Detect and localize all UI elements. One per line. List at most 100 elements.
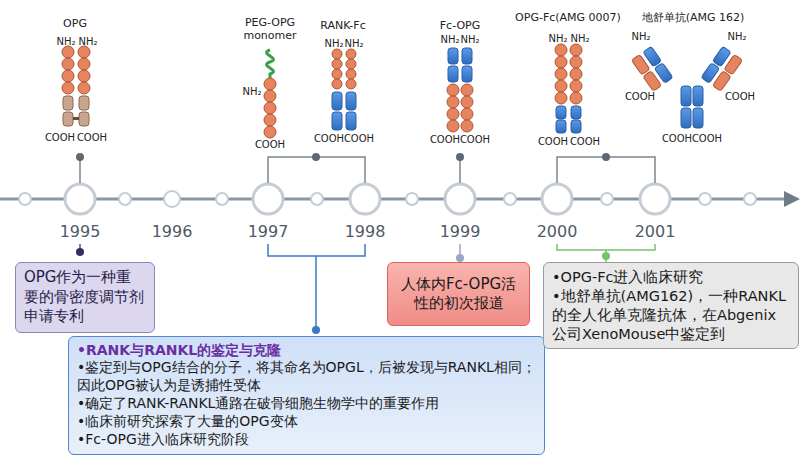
year-label: 1997 (248, 223, 289, 241)
opg-domains (63, 96, 89, 126)
domain-bead (78, 82, 90, 94)
domain-bead (264, 90, 276, 102)
box-text: 人体内Fc-OPG活性的初次报道 (396, 275, 521, 314)
molecule-label: COOH (570, 136, 600, 148)
year-label: 1996 (152, 223, 193, 241)
molecule-label: 地舒单抗(AMG 162) (642, 12, 745, 25)
year-label: 2001 (635, 223, 676, 241)
leader-dot (456, 254, 464, 262)
molecule-label: NH₂ (460, 34, 479, 46)
domain-bead (461, 108, 473, 120)
domain-bead (264, 114, 276, 126)
domain-bead (570, 92, 582, 104)
domain-bead (447, 84, 459, 96)
leader-dot (312, 326, 320, 334)
domain-bead (62, 46, 74, 58)
domain-bead (555, 56, 567, 68)
molecule-label: NH₂ (56, 36, 75, 48)
disulfide-bond (73, 117, 79, 120)
domain-bead (461, 96, 473, 108)
molecule-label: COOH (460, 134, 490, 146)
molecule-label: NH₂ (324, 38, 343, 50)
domain-bead (555, 92, 567, 104)
molecule-label: COOH (77, 132, 107, 144)
upper-leaders (80, 157, 655, 183)
domain-bead (447, 108, 459, 120)
year-label: 1998 (345, 223, 386, 241)
molecule-label: PEG-OPG monomer (235, 17, 305, 42)
box-text: •Fc-OPG进入临床研究阶段 (77, 431, 536, 449)
domain-bead (461, 84, 473, 96)
year-circles (65, 184, 670, 214)
box-text: •鉴定到与OPG结合的分子，将其命名为OPGL，后被发现与RANKL相同；因此O… (77, 359, 536, 395)
molecule-label: RANK-Fc (320, 20, 365, 33)
box-heading: •RANK与RANKL的鉴定与克隆 (77, 342, 536, 360)
molecule-label: OPG (63, 18, 87, 31)
domain-bead (570, 56, 582, 68)
milestone-box: OPG作为一种重要的骨密度调节剂申请专利 (15, 262, 155, 333)
box-text: OPG作为一种重要的骨密度调节剂申请专利 (24, 268, 146, 327)
domain-bead (555, 68, 567, 80)
year-label: 1995 (60, 223, 101, 241)
domain-bead (461, 120, 473, 132)
molecule-label: COOH (314, 133, 344, 145)
domain-bead (447, 120, 459, 132)
molecule-label: NH₂ (344, 38, 363, 50)
domain-bead (332, 69, 342, 79)
box-text: •地舒单抗(AMG162)，一种RANKL的全人化单克隆抗体，在Abgenix公… (552, 287, 790, 344)
antibody-arm (631, 46, 672, 91)
milestone-box: 人体内Fc-OPG活性的初次报道 (387, 262, 530, 326)
domain-bead (264, 126, 276, 138)
molecule-label: COOH (625, 91, 655, 103)
domain-bead (264, 78, 276, 90)
domain-bead (555, 80, 567, 92)
domain-bead (346, 79, 356, 89)
fc-domains (332, 48, 703, 133)
upper-dots (76, 153, 610, 161)
domain-bead (346, 59, 356, 69)
molecule-label: NH₂ (440, 34, 459, 46)
domain-bead (346, 69, 356, 79)
molecule-label: COOH (538, 136, 568, 148)
domain-bead (555, 44, 567, 56)
axis-arrowhead (784, 191, 800, 207)
domain-bead (62, 70, 74, 82)
domain-bead (332, 79, 342, 89)
domain-bead (264, 102, 276, 114)
domain-bead (62, 58, 74, 70)
leader-dot (602, 252, 610, 260)
leader-dot (76, 248, 84, 256)
milestone-box: •RANK与RANKL的鉴定与克隆•鉴定到与OPG结合的分子，将其命名为OPGL… (68, 336, 545, 455)
year-label: 2000 (537, 223, 578, 241)
molecule-label: NH₂ (570, 33, 589, 45)
domain-bead (332, 59, 342, 69)
bead-chains (62, 44, 582, 138)
peg-chain (267, 50, 274, 80)
domain-bead (447, 96, 459, 108)
molecule-label: NH₂ (727, 31, 746, 43)
molecule-label: Fc-OPG (440, 20, 480, 33)
domain-bead (62, 82, 74, 94)
year-label: 1999 (440, 223, 481, 241)
box-text: •临床前研究探索了大量的OPG变体 (77, 413, 536, 431)
molecule-label: COOH (662, 133, 692, 145)
molecule-label: NH₂ (242, 86, 261, 98)
molecule-label: COOH (725, 91, 755, 103)
domain-bead (78, 70, 90, 82)
molecule-label: NH₂ (631, 31, 650, 43)
domain-bead (570, 44, 582, 56)
domain-bead (78, 58, 90, 70)
molecule-label: OPG-Fc(AMG 0007) (515, 12, 621, 25)
domain-bead (332, 49, 342, 59)
antibody-arm (701, 46, 742, 91)
molecule-label: COOH (255, 139, 285, 151)
molecule-label: COOH (45, 132, 75, 144)
molecule-label: NH₂ (548, 33, 567, 45)
domain-bead (570, 68, 582, 80)
molecule-label: COOH (344, 133, 374, 145)
molecule-label: COOH (430, 134, 460, 146)
bracket-line (268, 244, 365, 330)
box-text: •确定了RANK-RANKL通路在破骨细胞生物学中的重要作用 (77, 395, 536, 413)
molecule-label: NH₂ (78, 36, 97, 48)
